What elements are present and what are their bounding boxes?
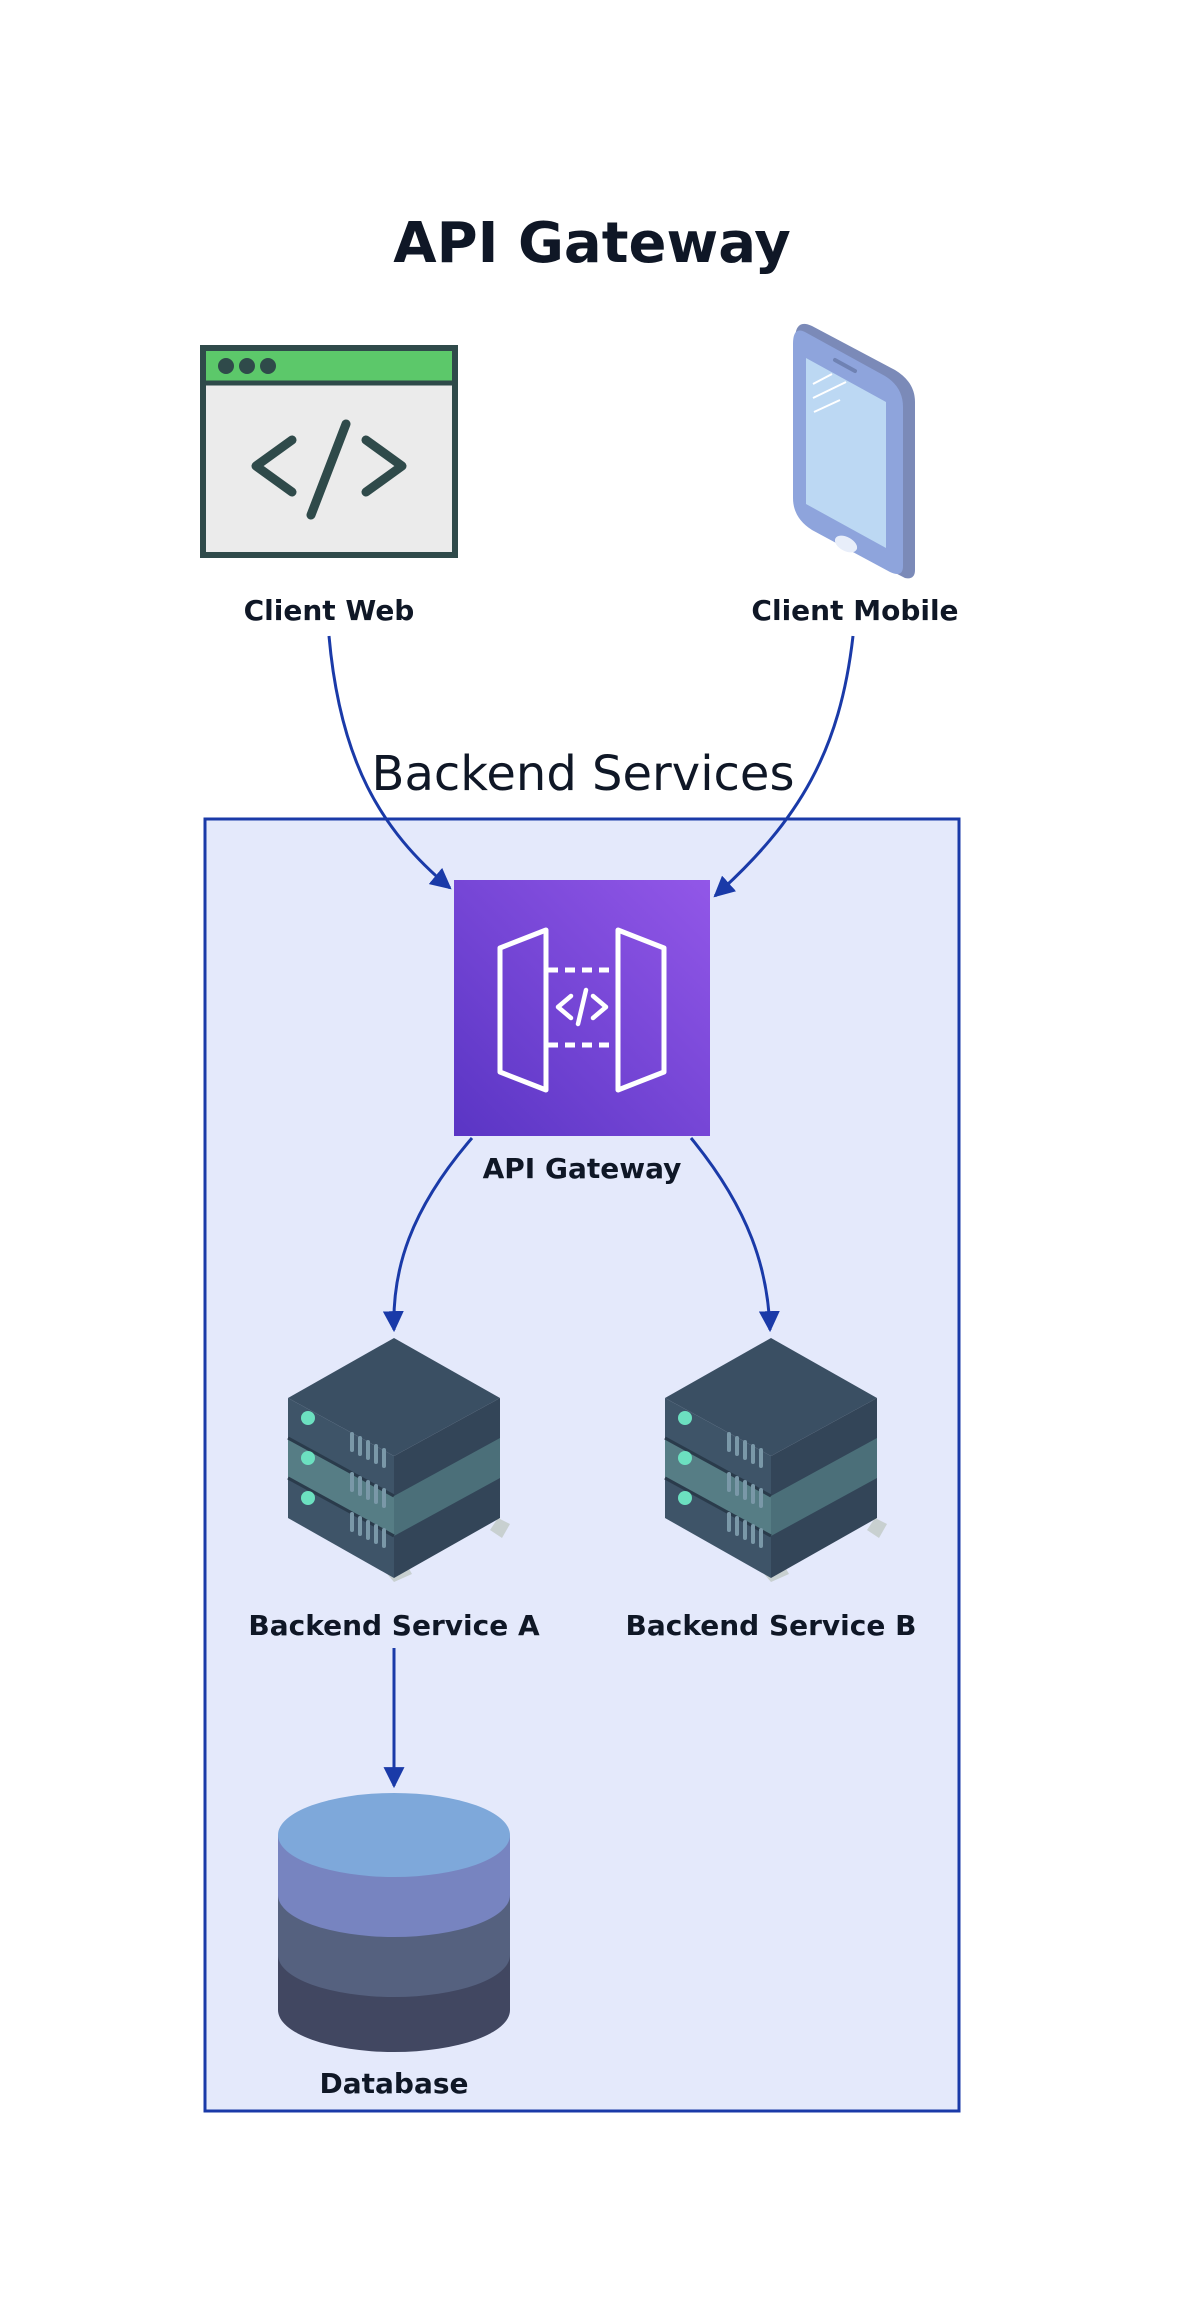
database-icon — [278, 1793, 510, 2052]
node-api-gateway[interactable]: API Gateway — [454, 880, 710, 1185]
server-rack-icon — [664, 1338, 887, 1582]
browser-code-icon — [200, 345, 458, 558]
node-database[interactable]: Database — [278, 1793, 510, 2100]
client-mobile-label: Client Mobile — [751, 594, 958, 627]
diagram-title: API Gateway — [393, 211, 791, 276]
smartphone-icon — [793, 323, 915, 579]
edges — [327, 635, 855, 1789]
edge-client-web-to-api-gateway — [327, 635, 452, 890]
edge-client-mobile-to-api-gateway — [713, 635, 855, 898]
api-gateway-icon — [454, 880, 710, 1136]
cluster-title: Backend Services — [372, 746, 795, 802]
backend-service-a-label: Backend Service A — [248, 1609, 540, 1642]
node-client-web[interactable]: Client Web — [200, 345, 458, 627]
node-backend-service-b[interactable]: Backend Service B — [626, 1338, 917, 1642]
edge-api-gateway-to-service-b — [689, 1137, 780, 1333]
backend-service-b-label: Backend Service B — [626, 1609, 917, 1642]
node-backend-service-a[interactable]: Backend Service A — [248, 1338, 540, 1642]
edge-api-gateway-to-service-a — [382, 1137, 474, 1333]
client-web-label: Client Web — [244, 594, 415, 627]
node-client-mobile[interactable]: Client Mobile — [751, 323, 959, 627]
server-rack-icon — [287, 1338, 510, 1582]
api-gateway-label: API Gateway — [483, 1152, 682, 1185]
database-label: Database — [319, 2067, 468, 2100]
